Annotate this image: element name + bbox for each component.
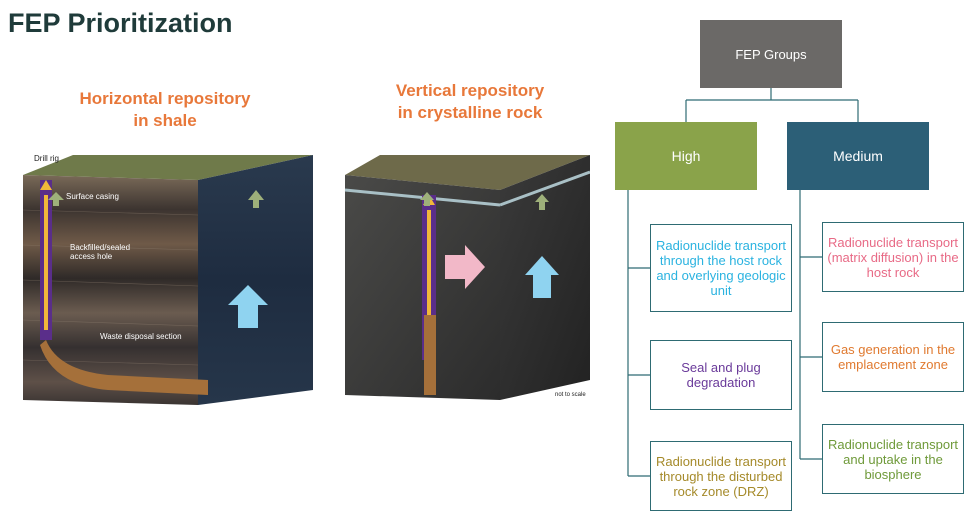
- medium-item-gas-generation: Gas generation in the emplacement zone: [822, 322, 964, 392]
- vertical-repository-illustration: [344, 155, 590, 400]
- drill-rig-label: Drill rig: [34, 154, 59, 163]
- high-item-drz-transport: Radionuclide transport through the distu…: [650, 441, 792, 511]
- not-to-scale-label: not to scale: [555, 392, 586, 398]
- medium-group-box: Medium: [787, 122, 929, 190]
- horizontal-repository-illustration: [22, 155, 313, 405]
- waste-disposal-label: Waste disposal section: [100, 332, 182, 341]
- horizontal-repository-caption: Horizontal repository in shale: [79, 89, 251, 130]
- high-group-box: High: [615, 122, 757, 190]
- backfilled-label: Backfilled/sealed access hole: [70, 243, 131, 261]
- surface-casing-label: Surface casing: [66, 192, 119, 201]
- high-item-seal-plug-degradation: Seal and plug degradation: [650, 340, 792, 410]
- fep-groups-box: FEP Groups: [700, 20, 842, 88]
- medium-item-biosphere-transport: Radionuclide transport and uptake in the…: [822, 424, 964, 494]
- high-item-host-rock-transport: Radionuclide transport through the host …: [650, 224, 792, 312]
- medium-item-matrix-diffusion: Radionuclide transport (matrix diffusion…: [822, 222, 964, 292]
- vertical-repository-caption: Vertical repository in crystalline rock: [395, 81, 545, 122]
- page-title: FEP Prioritization: [8, 8, 233, 38]
